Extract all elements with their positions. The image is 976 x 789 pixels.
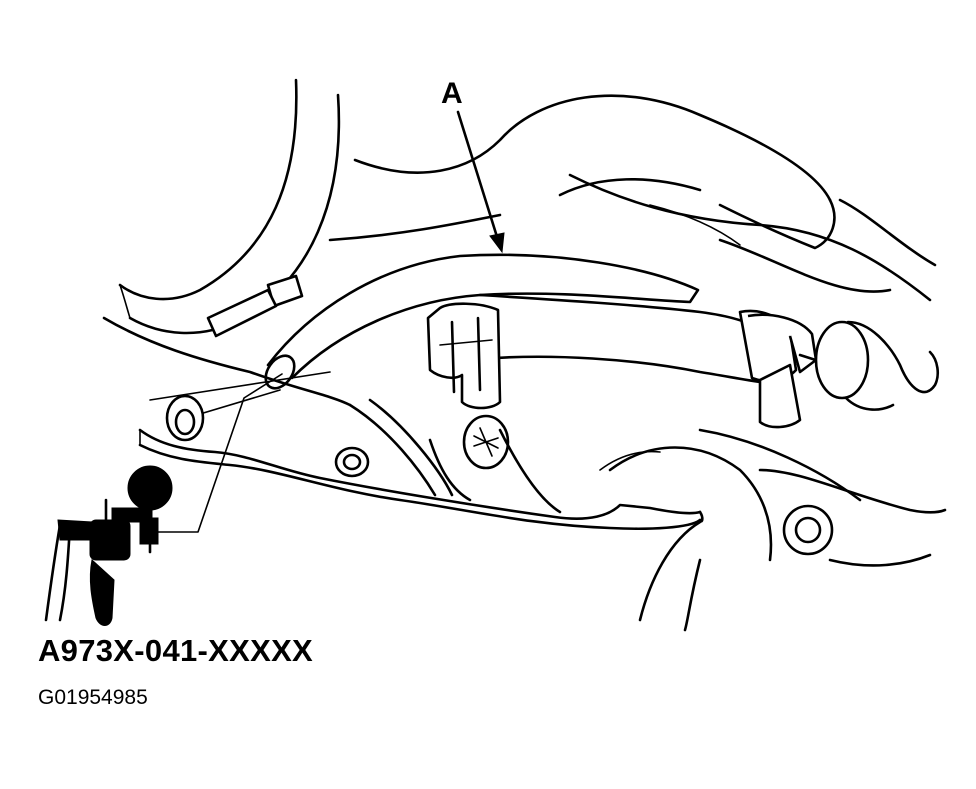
bolt-icon — [165, 394, 205, 442]
callout-label-a: A — [441, 77, 463, 110]
air-duct — [118, 78, 341, 335]
mounting-bracket — [102, 316, 704, 531]
figure-id: G01954985 — [38, 686, 148, 709]
background-hose-upper — [328, 94, 937, 302]
bolt-icon — [782, 504, 834, 556]
vacuum-pump-tester-icon — [44, 465, 173, 626]
duct-clip — [206, 274, 304, 338]
hose-clamp-left — [426, 302, 502, 410]
lower-structure — [428, 428, 947, 632]
hose-a — [264, 253, 762, 390]
bolt-icon — [462, 414, 510, 470]
hose-connector-right — [738, 309, 940, 429]
tester-hose-line — [151, 373, 283, 533]
pointer-arrow-icon — [456, 110, 505, 254]
tool-part-number: A973X-041-XXXXX — [38, 633, 314, 668]
bolt-icon — [334, 446, 370, 478]
